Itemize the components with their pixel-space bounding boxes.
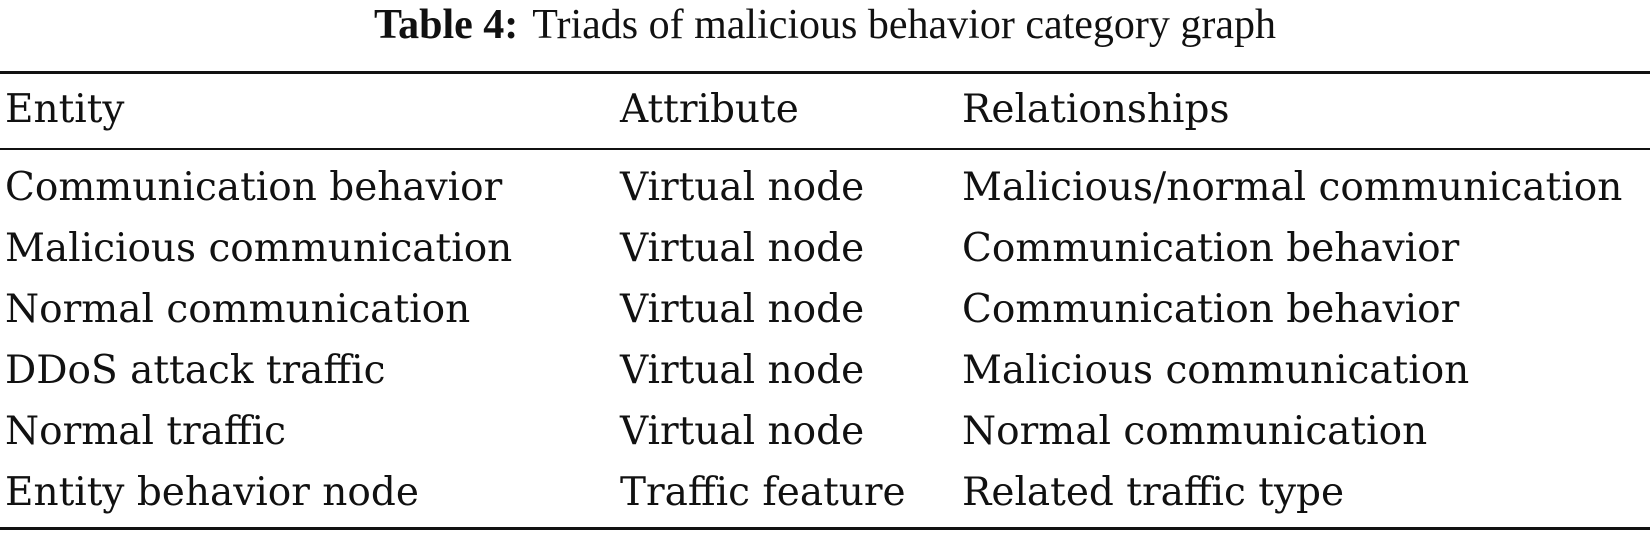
column-header-entity: Entity xyxy=(5,87,125,132)
table-bottom-rule xyxy=(0,527,1650,530)
attribute-cell: Virtual node xyxy=(620,287,865,332)
table-top-rule xyxy=(0,71,1650,74)
table-header-rule xyxy=(0,148,1650,150)
entity-cell: Normal traffic xyxy=(5,409,286,454)
entity-cell: Communication behavior xyxy=(5,165,503,210)
table-header-row: Entity Attribute Relationships xyxy=(0,80,1650,140)
relationships-cell: Communication behavior xyxy=(962,287,1460,332)
attribute-cell: Virtual node xyxy=(620,348,865,393)
column-header-attribute: Attribute xyxy=(620,87,799,132)
table-row: Normal traffic Virtual node Normal commu… xyxy=(0,402,1650,462)
column-header-relationships: Relationships xyxy=(962,87,1230,132)
attribute-cell: Virtual node xyxy=(620,409,865,454)
relationships-cell: Communication behavior xyxy=(962,226,1460,271)
table-row: Normal communication Virtual node Commun… xyxy=(0,280,1650,340)
relationships-cell: Malicious communication xyxy=(962,348,1470,393)
entity-cell: DDoS attack traffic xyxy=(5,348,386,393)
table-row: Communication behavior Virtual node Mali… xyxy=(0,158,1650,218)
relationships-cell: Related traffic type xyxy=(962,470,1345,515)
table-caption-label: Table 4: xyxy=(373,2,519,48)
entity-cell: Entity behavior node xyxy=(5,470,419,515)
entity-cell: Malicious communication xyxy=(5,226,513,271)
entity-cell: Normal communication xyxy=(5,287,471,332)
attribute-cell: Virtual node xyxy=(620,165,865,210)
table-row: DDoS attack traffic Virtual node Malicio… xyxy=(0,341,1650,401)
relationships-cell: Normal communication xyxy=(962,409,1428,454)
table-caption: Table 4: Triads of malicious behavior cat… xyxy=(0,0,1650,48)
table-row: Entity behavior node Traffic feature Rel… xyxy=(0,463,1650,523)
table-row: Malicious communication Virtual node Com… xyxy=(0,219,1650,279)
table-caption-text: Triads of malicious behavior category gr… xyxy=(532,2,1277,48)
relationships-cell: Malicious/normal communication xyxy=(962,165,1623,210)
attribute-cell: Virtual node xyxy=(620,226,865,271)
attribute-cell: Traffic feature xyxy=(620,470,906,515)
